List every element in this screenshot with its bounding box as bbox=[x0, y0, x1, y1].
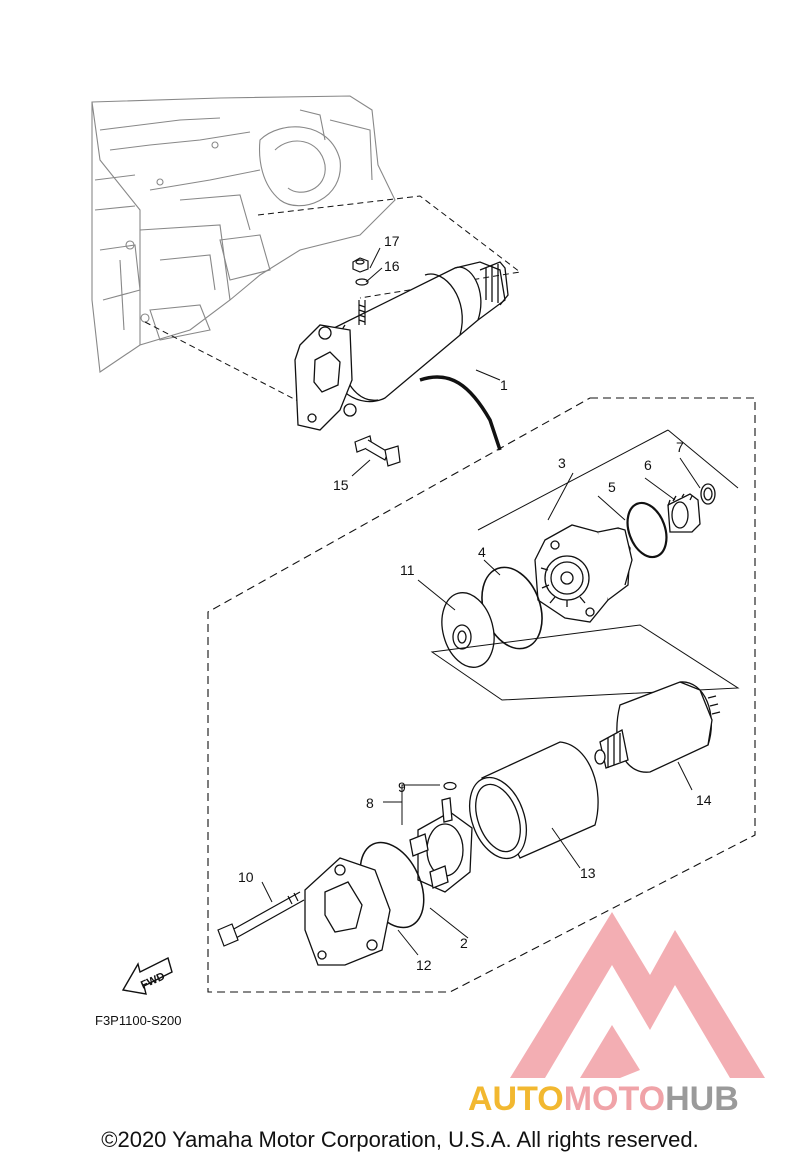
gear-housing-assembly-3 bbox=[534, 524, 633, 623]
callout-8: 8 bbox=[366, 795, 374, 811]
o-ring-5 bbox=[626, 501, 668, 559]
callout-3: 3 bbox=[558, 455, 566, 471]
through-bolt-10 bbox=[217, 891, 305, 947]
exploded-view-boundary bbox=[207, 397, 756, 993]
callout-12: 12 bbox=[416, 957, 432, 973]
callout-2: 2 bbox=[460, 935, 468, 951]
callout-10: 10 bbox=[238, 869, 254, 885]
callout-17: 17 bbox=[384, 233, 400, 249]
callout-leaders bbox=[261, 247, 701, 956]
pinion-gear-6 bbox=[667, 493, 701, 533]
watermark-auto: AUTO bbox=[468, 1080, 564, 1118]
starter-motor-assembly bbox=[294, 261, 509, 451]
washer-16 bbox=[355, 278, 369, 286]
automotohub-logo-icon bbox=[510, 912, 765, 1078]
stud-bolt bbox=[358, 300, 366, 325]
bolt-15 bbox=[354, 435, 401, 467]
brush-holder-8 bbox=[409, 797, 473, 893]
watermark-hub: HUB bbox=[665, 1080, 739, 1118]
fwd-arrow-icon: FWD bbox=[121, 956, 173, 995]
callout-15: 15 bbox=[333, 477, 349, 493]
mount-leader-lines bbox=[144, 195, 522, 403]
callout-14: 14 bbox=[696, 792, 712, 808]
rear-cover-12 bbox=[304, 857, 391, 966]
callout-numbers: 1 2 3 4 5 6 7 8 9 10 11 12 13 14 15 16 1… bbox=[238, 233, 712, 973]
callout-7: 7 bbox=[676, 439, 684, 455]
watermark-text: AUTOMOTOHUB bbox=[468, 1080, 739, 1119]
callout-16: 16 bbox=[384, 258, 400, 274]
diagram-code: F3P1100-S200 bbox=[95, 1013, 182, 1028]
o-ring-9 bbox=[443, 781, 457, 791]
engine-block bbox=[91, 95, 396, 373]
callout-9: 9 bbox=[398, 779, 406, 795]
callout-5: 5 bbox=[608, 479, 616, 495]
callout-13: 13 bbox=[580, 865, 596, 881]
copyright-notice: ©2020 Yamaha Motor Corporation, U.S.A. A… bbox=[101, 1127, 699, 1152]
circlip-7 bbox=[700, 483, 716, 505]
callout-1: 1 bbox=[500, 377, 508, 393]
yoke-13 bbox=[469, 741, 599, 860]
watermark-moto: MOTO bbox=[563, 1080, 666, 1118]
group-brackets bbox=[430, 429, 740, 701]
armature-14 bbox=[594, 681, 721, 773]
nut-17 bbox=[352, 257, 369, 273]
callout-4: 4 bbox=[478, 544, 486, 560]
callout-11: 11 bbox=[400, 562, 415, 578]
callout-6: 6 bbox=[644, 457, 652, 473]
